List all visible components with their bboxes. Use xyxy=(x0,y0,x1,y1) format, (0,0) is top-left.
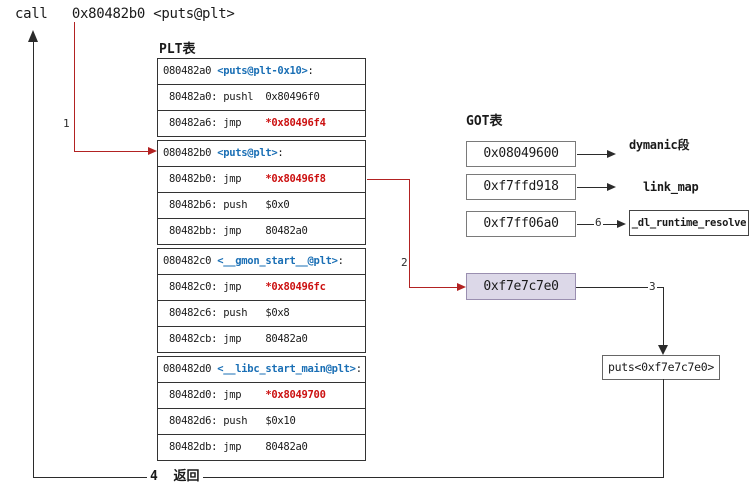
plt-row: 080482b0 <puts@plt>: xyxy=(158,141,365,166)
plt-row-segment: 80482a6: jmp xyxy=(163,117,266,129)
plt-row-segment: : xyxy=(277,147,284,159)
step-3-label: 3 xyxy=(648,280,657,293)
plt-row: 080482d0 <__libc_start_main@plt>: xyxy=(158,357,365,382)
plt-row: 80482cb: jmp 80482a0 xyxy=(158,326,365,352)
plt-row-segment: 80482db: jmp 80482a0 xyxy=(163,441,308,453)
dl-runtime-resolve-box: _dl_runtime_resolve xyxy=(629,210,749,236)
call-path-line-horizontal xyxy=(74,151,149,152)
plt-row-segment: : xyxy=(307,65,314,77)
plt-row-segment: 080482d0 xyxy=(163,363,218,375)
plt-row-segment: 80482b6: push $0x0 xyxy=(163,199,290,211)
plt-row-segment: <__libc_start_main@plt> xyxy=(217,363,356,375)
plt-table-title: PLT表 xyxy=(159,42,196,57)
plt-row: 80482a0: pushl 0x80496f0 xyxy=(158,84,365,110)
plt-row-segment: 080482a0 xyxy=(163,65,218,77)
got-dynamic-arrow-line xyxy=(577,154,608,155)
got-lookup-line-vertical xyxy=(409,179,410,287)
plt-table: 080482a0 <puts@plt-0x10>: 80482a0: pushl… xyxy=(157,58,366,464)
got-linkmap-arrow-line xyxy=(577,187,608,188)
plt-row: 080482c0 <__gmon_start__@plt>: xyxy=(158,249,365,274)
got-lookup-line-h1 xyxy=(367,179,409,180)
call-instruction: call 0x80482b0 <puts@plt> xyxy=(15,6,235,22)
link-map-label: link_map xyxy=(643,180,699,194)
plt-row: 80482d6: push $0x10 xyxy=(158,408,365,434)
plt-row-segment: 80482a0: pushl 0x80496f0 xyxy=(163,91,320,103)
step-4-number: 4 xyxy=(150,469,158,484)
got-entry-resolved-box: 0xf7e7c7e0 xyxy=(466,273,576,300)
plt-row-segment: 80482cb: jmp 80482a0 xyxy=(163,333,308,345)
plt-row: 080482a0 <puts@plt-0x10>: xyxy=(158,59,365,84)
plt-row-segment: *0x80496fc xyxy=(265,281,326,293)
return-path-arrowhead-up xyxy=(28,30,38,42)
return-text: 返回 xyxy=(173,469,200,484)
plt-row-segment: 80482c6: push $0x8 xyxy=(163,307,290,319)
step-4-return-label: 4 返回 xyxy=(147,469,203,484)
step-2-label: 2 xyxy=(400,256,409,269)
plt-row-segment: 80482d6: push $0x10 xyxy=(163,415,296,427)
call-path-arrowhead xyxy=(148,147,157,155)
plt-row-segment: 80482b0: jmp xyxy=(163,173,266,185)
dynamic-section-label: dymanic段 xyxy=(629,138,690,152)
step-1-label: 1 xyxy=(62,117,71,130)
plt-row-segment: *0x80496f8 xyxy=(265,173,326,185)
plt-row-segment: 80482d0: jmp xyxy=(163,389,266,401)
plt-row-segment: *0x8049700 xyxy=(265,389,326,401)
got-entry-dynamic: 0x08049600 xyxy=(466,141,576,167)
got-lookup-arrowhead xyxy=(457,283,466,291)
plt-row-segment: 080482c0 xyxy=(163,255,218,267)
plt-row: 80482b0: jmp *0x80496f8 xyxy=(158,166,365,192)
plt-row-segment: <puts@plt-0x10> xyxy=(217,65,308,77)
got-table-title: GOT表 xyxy=(466,114,503,129)
plt-group-1: 080482b0 <puts@plt>: 80482b0: jmp *0x804… xyxy=(157,140,366,245)
jump-to-puts-arrowhead xyxy=(658,345,668,355)
step-6-label: 6 xyxy=(594,216,603,229)
plt-row: 80482c0: jmp *0x80496fc xyxy=(158,274,365,300)
plt-group-0: 080482a0 <puts@plt-0x10>: 80482a0: pushl… xyxy=(157,58,366,137)
plt-group-2: 080482c0 <__gmon_start__@plt>: 80482c0: … xyxy=(157,248,366,353)
got-resolver-arrowhead xyxy=(617,220,626,228)
jump-to-puts-line-horizontal xyxy=(576,287,663,288)
plt-row-segment: *0x80496f4 xyxy=(265,117,326,129)
plt-row-segment: <puts@plt> xyxy=(217,147,278,159)
return-path-line-left xyxy=(33,42,34,477)
call-path-line-vertical xyxy=(74,22,75,151)
got-linkmap-arrowhead xyxy=(607,183,616,191)
got-entry-resolver: 0xf7ff06a0 xyxy=(466,211,576,237)
plt-row: 80482b6: push $0x0 xyxy=(158,192,365,218)
plt-row-segment: 080482b0 xyxy=(163,147,218,159)
plt-row-segment: 80482bb: jmp 80482a0 xyxy=(163,225,308,237)
plt-row-segment: <__gmon_start__@plt> xyxy=(217,255,338,267)
got-dynamic-arrowhead xyxy=(607,150,616,158)
plt-row: 80482bb: jmp 80482a0 xyxy=(158,218,365,244)
plt-row: 80482a6: jmp *0x80496f4 xyxy=(158,110,365,136)
puts-function-box: puts<0xf7e7c7e0> xyxy=(602,355,720,380)
plt-group-3: 080482d0 <__libc_start_main@plt>: 80482d… xyxy=(157,356,366,461)
plt-row: 80482c6: push $0x8 xyxy=(158,300,365,326)
return-path-line-bottom xyxy=(33,477,664,478)
plt-row: 80482d0: jmp *0x8049700 xyxy=(158,382,365,408)
got-entry-linkmap: 0xf7ffd918 xyxy=(466,174,576,200)
jump-to-puts-line-vertical xyxy=(663,287,664,347)
return-path-line-right xyxy=(663,379,664,477)
got-lookup-line-h2 xyxy=(409,287,458,288)
plt-row-segment: : xyxy=(337,255,344,267)
plt-row: 80482db: jmp 80482a0 xyxy=(158,434,365,460)
plt-row-segment: 80482c0: jmp xyxy=(163,281,266,293)
plt-row-segment: : xyxy=(355,363,362,375)
